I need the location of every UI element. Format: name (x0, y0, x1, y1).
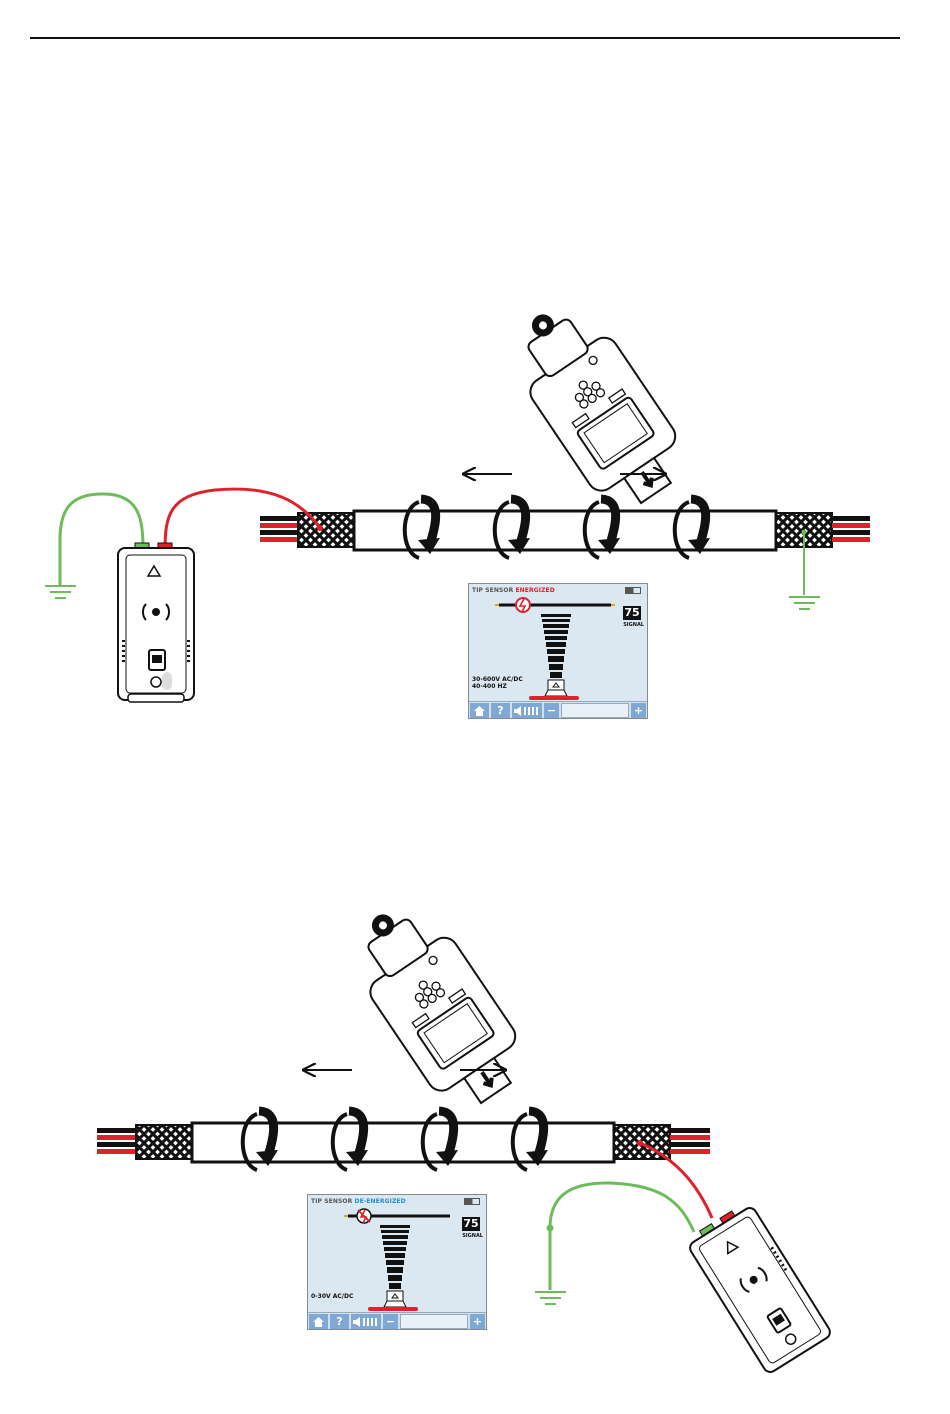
ground-lead-green (550, 1183, 694, 1290)
screen-toolbar: ? − + (469, 701, 647, 718)
screen-toolbar: ? − + (308, 1312, 486, 1329)
gain-increase-button[interactable]: + (631, 703, 646, 718)
voltage-range: 0-30V AC/DC (311, 1293, 353, 1300)
transmitter-device (684, 1200, 832, 1374)
cable-conductors-left (260, 516, 302, 542)
cable-jacket (354, 511, 776, 550)
gain-decrease-button[interactable]: − (383, 1314, 398, 1329)
help-button[interactable]: ? (491, 703, 510, 718)
gain-increase-button[interactable]: + (470, 1314, 485, 1329)
ground-symbol (45, 586, 76, 598)
cable-conductors-right (832, 516, 870, 542)
shield-braid-left (298, 513, 354, 547)
signal-visual (308, 1195, 486, 1329)
cable-jacket (192, 1123, 614, 1162)
home-button[interactable] (470, 703, 489, 718)
help-button[interactable]: ? (330, 1314, 349, 1329)
signal-value: 75 (623, 606, 641, 620)
ground-symbol (789, 597, 820, 609)
volume-icon (353, 1317, 379, 1327)
cable-conductors-right (670, 1128, 710, 1154)
gain-slider[interactable] (561, 703, 629, 718)
receiver-screen-deenergized: TIP SENSOR DE-ENERGIZED 75 SIGNAL 0-30V … (307, 1194, 487, 1330)
volume-icon (514, 706, 540, 716)
home-icon (474, 706, 485, 716)
transmitter-device (118, 543, 194, 702)
signal-label: SIGNAL (462, 1233, 483, 1239)
receiver-device (335, 888, 537, 1121)
volume-button[interactable] (351, 1314, 381, 1329)
shield-braid-left (136, 1125, 192, 1159)
ground-symbol (535, 1292, 566, 1304)
gain-slider[interactable] (400, 1314, 468, 1329)
cable-conductors-left (97, 1128, 139, 1154)
signal-visual (469, 584, 647, 718)
signal-label: SIGNAL (623, 622, 644, 628)
gain-decrease-button[interactable]: − (544, 703, 559, 718)
voltage-range: 30-600V AC/DC (472, 676, 523, 683)
receiver-device (495, 288, 697, 521)
receiver-screen-energized: TIP SENSOR ENERGIZED 75 SIGNAL 30-600V A… (468, 583, 648, 719)
home-button[interactable] (309, 1314, 328, 1329)
volume-button[interactable] (512, 703, 542, 718)
figure-1 (45, 288, 870, 702)
frequency-range: 40-400 HZ (472, 683, 507, 690)
signal-value: 75 (462, 1217, 480, 1231)
home-icon (313, 1317, 324, 1327)
